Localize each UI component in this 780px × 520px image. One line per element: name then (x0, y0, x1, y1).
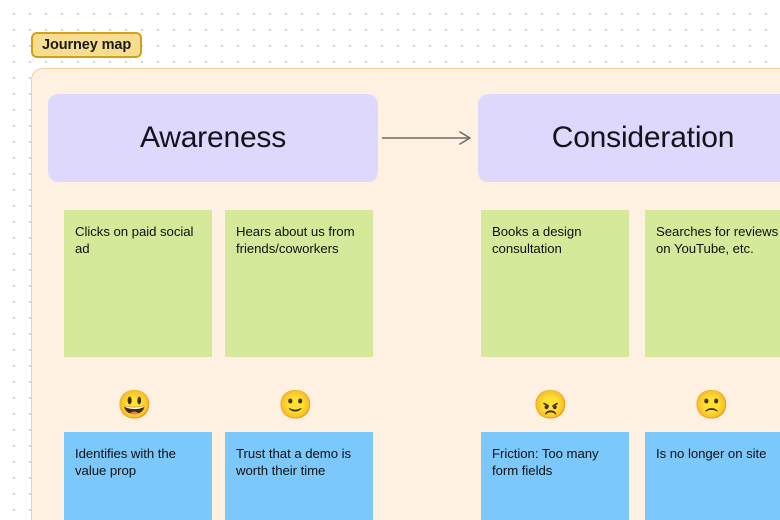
stage-title: Consideration (551, 121, 735, 154)
sticky-note-thought[interactable]: Is no longer on site (645, 432, 780, 520)
arrow-right-icon (382, 131, 471, 145)
sticky-note-action[interactable]: Clicks on paid social ad (64, 210, 212, 357)
angry-face-emoji[interactable]: 😠 (533, 389, 568, 420)
journey-map-badge-label: Journey map (42, 37, 132, 53)
sticky-note-action[interactable]: Hears about us from friends/coworkers (225, 210, 373, 357)
sticky-note-action[interactable]: Books a design consultation (481, 210, 629, 357)
stage-header-awareness[interactable]: Awareness (48, 94, 378, 182)
sticky-note-thought[interactable]: Identifies with the value prop (64, 432, 212, 520)
stage-header-consideration[interactable]: Consideration (478, 94, 780, 182)
journey-map-badge[interactable]: Journey map (31, 32, 143, 58)
grinning-face-emoji[interactable]: 😃 (117, 389, 152, 420)
sticky-note-thought[interactable]: Friction: Too many form fields (481, 432, 629, 520)
sticky-note-thought[interactable]: Trust that a demo is worth their time (225, 432, 373, 520)
slightly-frowning-face-emoji[interactable]: 🙁 (694, 389, 729, 420)
stage-title: Awareness (139, 121, 287, 154)
sticky-note-action[interactable]: Searches for reviews on YouTube, etc. (645, 210, 780, 357)
slightly-smiling-face-emoji[interactable]: 🙂 (278, 389, 313, 420)
